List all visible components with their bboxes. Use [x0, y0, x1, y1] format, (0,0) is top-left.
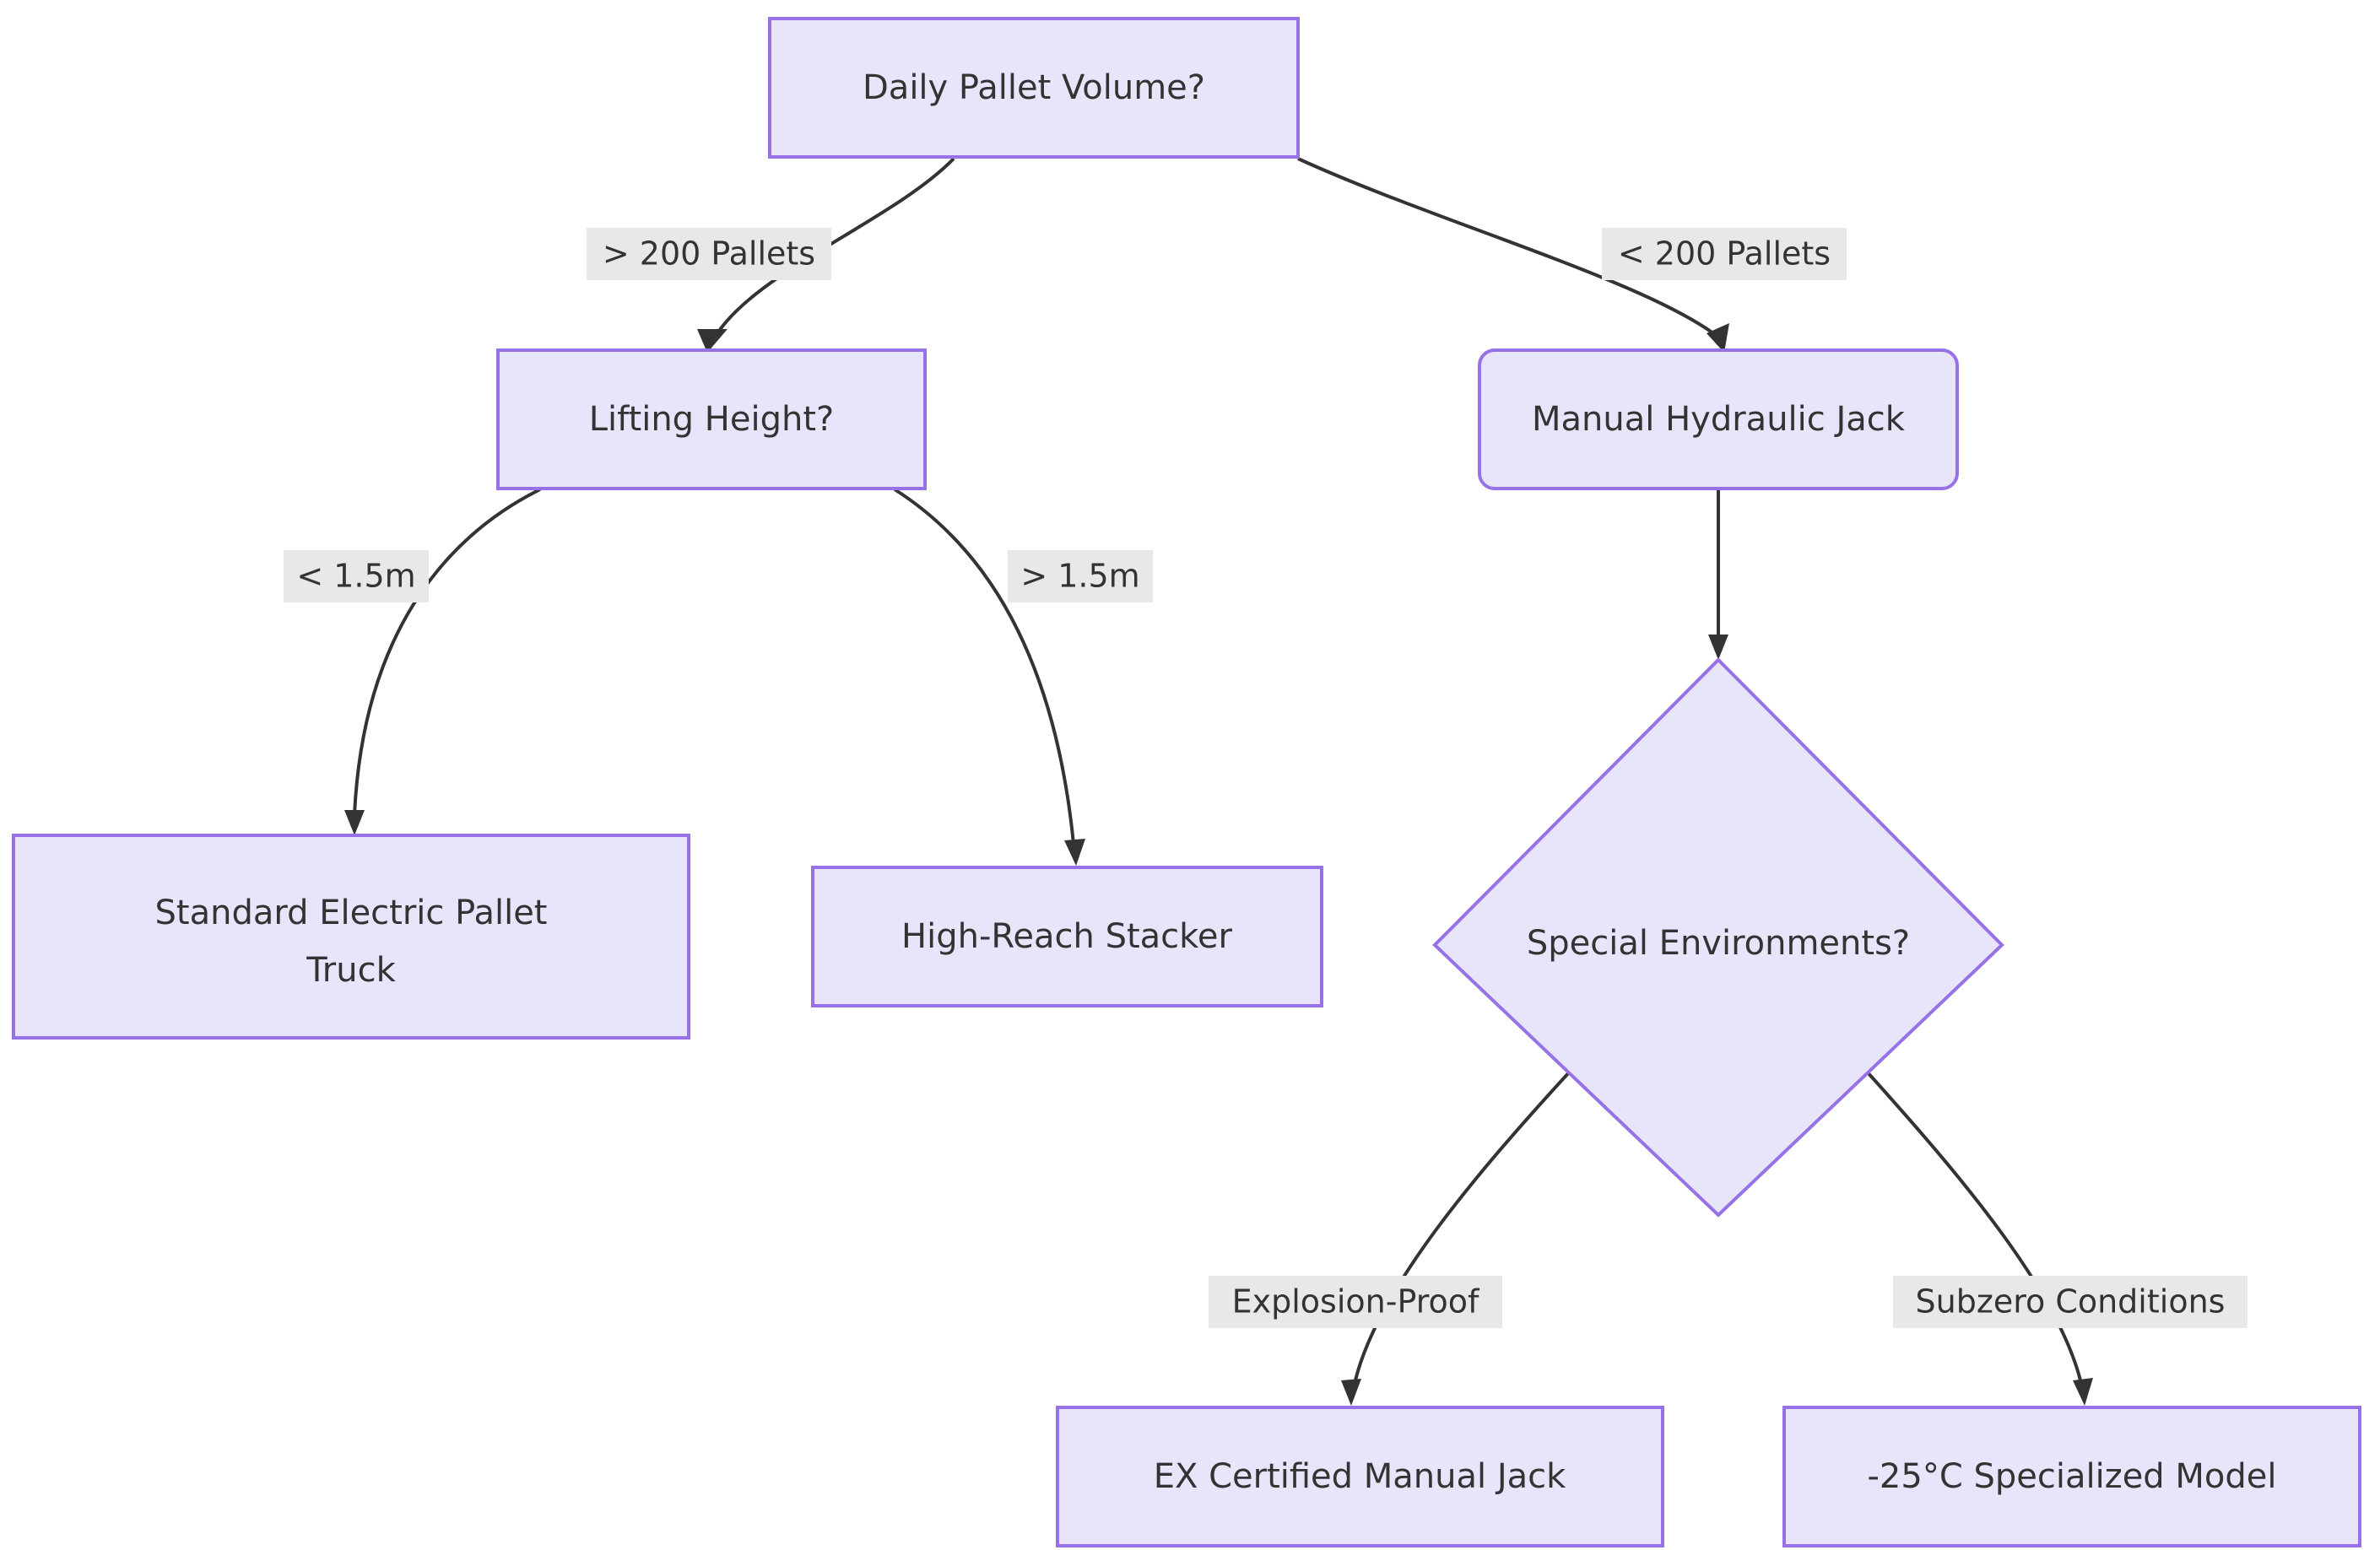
node-shape-rectangle[interactable] — [496, 348, 927, 490]
node-label: High-Reach Stacker — [901, 917, 1232, 956]
edge-path — [893, 488, 1075, 845]
edge-label-text: Explosion-Proof — [1232, 1283, 1480, 1320]
edge-label-text: > 200 Pallets — [603, 235, 815, 273]
arrow-head-icon — [697, 329, 728, 353]
node-ex-certified-manual-jack[interactable]: EX Certified Manual Jack — [1056, 1406, 1664, 1547]
edge-lift-to-standard — [344, 488, 541, 835]
arrow-head-icon — [1708, 635, 1728, 660]
edge-path — [353, 488, 541, 815]
edge-path — [1297, 157, 1715, 335]
edge-label-gt-1-5m: > 1.5m — [1008, 550, 1153, 602]
edge-label-explosion-proof: Explosion-Proof — [1209, 1276, 1502, 1328]
node-shape-rectangle[interactable] — [768, 17, 1300, 159]
edge-label-text: Subzero Conditions — [1916, 1283, 2226, 1320]
edge-label-text: > 1.5m — [1020, 558, 1139, 595]
edge-special-to-ex — [1341, 1070, 1571, 1406]
node-subzero-specialized-model[interactable]: -25°C Specialized Model — [1782, 1406, 2361, 1547]
edge-lift-to-stacker — [893, 488, 1085, 866]
node-label: EX Certified Manual Jack — [1154, 1457, 1566, 1496]
node-shape-rectangle[interactable] — [811, 866, 1323, 1007]
edge-label-gt-200-pallets: > 200 Pallets — [587, 228, 831, 280]
edge-label-text: < 1.5m — [296, 558, 415, 595]
node-label: Lifting Height? — [589, 400, 835, 439]
arrow-head-icon — [344, 810, 365, 835]
node-label: Daily Pallet Volume? — [863, 68, 1205, 107]
node-shape-rectangle[interactable] — [1056, 1406, 1664, 1547]
edge-labels-layer: > 200 Pallets < 200 Pallets < 1.5m > 1.5… — [284, 228, 2247, 1328]
edge-label-background — [1893, 1276, 2247, 1328]
edge-manual-to-special — [1708, 489, 1728, 660]
edge-label-lt-1-5m: < 1.5m — [284, 550, 429, 602]
edge-label-subzero-conditions: Subzero Conditions — [1893, 1276, 2247, 1328]
nodes-layer: Daily Pallet Volume? Lifting Height? Man… — [12, 17, 2361, 1547]
node-manual-hydraulic-jack[interactable]: Manual Hydraulic Jack — [1478, 348, 1959, 490]
node-label-line-2: Truck — [306, 951, 396, 990]
edge-label-background — [587, 228, 831, 280]
edge-label-background — [1209, 1276, 1502, 1328]
node-label-line-1: Standard Electric Pallet — [155, 894, 548, 932]
edge-path — [1865, 1070, 2083, 1385]
arrow-head-icon — [1064, 839, 1085, 866]
edge-path — [1353, 1070, 1571, 1385]
node-label: Special Environments? — [1527, 924, 1910, 963]
edges-layer — [344, 157, 2093, 1406]
edge-label-text: < 200 Pallets — [1618, 235, 1831, 273]
node-high-reach-stacker[interactable]: High-Reach Stacker — [811, 866, 1323, 1007]
node-label: -25°C Specialized Model — [1867, 1457, 2276, 1496]
node-label: Manual Hydraulic Jack — [1532, 400, 1906, 439]
node-shape-diamond[interactable] — [1432, 657, 2004, 1218]
edge-label-background — [1008, 550, 1153, 602]
edge-label-lt-200-pallets: < 200 Pallets — [1602, 228, 1847, 280]
node-shape-rectangle[interactable] — [1782, 1406, 2361, 1547]
arrow-head-icon — [1707, 323, 1729, 353]
node-shape-rounded-rectangle[interactable] — [1478, 348, 1959, 490]
edge-root-to-manual — [1297, 157, 1729, 353]
edge-label-background — [1602, 228, 1847, 280]
arrow-head-icon — [1341, 1379, 1361, 1406]
node-special-environments[interactable]: Special Environments? — [1432, 657, 2004, 1218]
node-shape-rectangle[interactable] — [12, 834, 690, 1040]
arrow-head-icon — [2073, 1378, 2093, 1406]
edge-label-background — [284, 550, 429, 602]
edge-special-to-subzero — [1865, 1070, 2093, 1406]
node-daily-pallet-volume[interactable]: Daily Pallet Volume? — [768, 17, 1300, 159]
node-lifting-height[interactable]: Lifting Height? — [496, 348, 927, 490]
node-standard-electric-pallet-truck[interactable]: Standard Electric Pallet Truck — [12, 834, 690, 1040]
